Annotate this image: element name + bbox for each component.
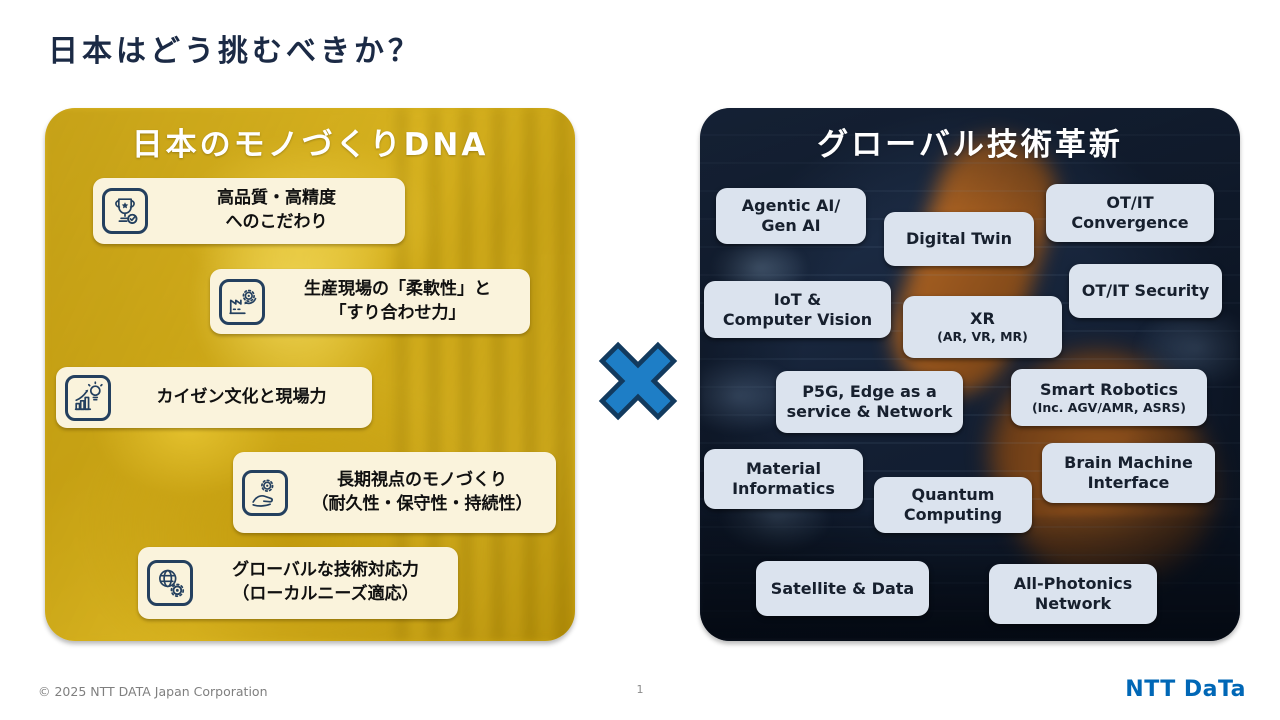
page-number: 1 (636, 683, 644, 696)
dna-item-label: カイゼン文化と現場力 (156, 386, 327, 407)
page-title: 日本はどう挑むべきか？ (48, 34, 422, 69)
tech-item-digital-twin: Digital Twin (884, 212, 1034, 266)
tech-item-p5g-edge: P5G, Edge as a service & Network (776, 371, 963, 433)
tech-item-material-informatics: Material Informatics (704, 449, 863, 509)
tech-item-satellite-data: Satellite & Data (756, 561, 929, 616)
globe-gear-icon (147, 560, 193, 606)
tech-item-xr: XR (AR, VR, MR) (903, 296, 1062, 358)
tech-item-all-photonics: All-Photonics Network (989, 564, 1157, 624)
dna-item-longterm: 長期視点のモノづくり （耐久性・保守性・持続性） (233, 452, 556, 533)
hand-gear-icon (242, 469, 288, 516)
tech-label: XR (970, 309, 995, 329)
tech-label: Quantum Computing (903, 485, 1003, 524)
ntt-data-logo: NTT DaTa (1125, 677, 1246, 702)
tech-label: OT/IT Convergence (1071, 193, 1189, 232)
right-panel-title: グローバル技術革新 (817, 127, 1123, 163)
tech-label: Material Informatics (732, 459, 835, 498)
global-tech-panel: グローバル技術革新 Agentic AI/ Gen AI Digital Twi… (700, 108, 1240, 641)
trophy-icon (102, 188, 148, 234)
tech-item-iot-cv: IoT & Computer Vision (704, 281, 891, 338)
tech-label: Satellite & Data (770, 578, 915, 598)
tech-label: Agentic AI/ Gen AI (741, 196, 841, 235)
dna-item-kaizen: カイゼン文化と現場力 (56, 367, 372, 428)
tech-item-agentic-ai: Agentic AI/ Gen AI (716, 188, 866, 244)
copyright-text: © 2025 NTT DATA Japan Corporation (38, 684, 268, 699)
japan-dna-panel: 日本のモノづくりDNA 高品質・高精度 へのこだわり (45, 108, 575, 641)
tech-label: P5G, Edge as a service & Network (786, 382, 953, 421)
tech-sublabel: (Inc. AGV/AMR, ASRS) (1031, 399, 1187, 415)
tech-label: All-Photonics Network (1013, 574, 1133, 613)
dna-item-label: 長期視点のモノづくり （耐久性・保守性・持続性） (311, 469, 533, 514)
dna-item-label: 生産現場の「柔軟性」と 「すり合わせ力」 (304, 278, 491, 323)
dna-item-flexibility: 生産現場の「柔軟性」と 「すり合わせ力」 (210, 269, 530, 334)
dna-item-label: グローバルな技術対応力 （ローカルニーズ適応） (232, 560, 419, 604)
tech-label: Digital Twin (905, 229, 1012, 248)
tech-label: Smart Robotics (1040, 379, 1178, 399)
tech-item-quantum-computing: Quantum Computing (874, 477, 1032, 533)
dna-item-quality: 高品質・高精度 へのこだわり (93, 178, 405, 244)
tech-item-otit-security: OT/IT Security (1069, 264, 1222, 318)
tech-label: OT/IT Security (1081, 281, 1210, 300)
left-panel-title: 日本のモノづくりDNA (131, 127, 489, 163)
factory-gear-icon (219, 278, 265, 325)
dna-item-label: 高品質・高精度 へのこだわり (217, 188, 336, 232)
dna-item-global: グローバルな技術対応力 （ローカルニーズ適応） (138, 547, 458, 619)
tech-item-brain-machine: Brain Machine Interface (1042, 443, 1215, 503)
tech-item-smart-robotics: Smart Robotics (Inc. AGV/AMR, ASRS) (1011, 369, 1207, 426)
tech-item-otit-convergence: OT/IT Convergence (1046, 184, 1214, 242)
tech-label: IoT & Computer Vision (722, 289, 873, 329)
chart-bulb-icon (65, 374, 111, 421)
tech-sublabel: (AR, VR, MR) (937, 329, 1028, 345)
tech-label: Brain Machine Interface (1064, 453, 1193, 492)
multiply-operator-icon (591, 334, 685, 428)
